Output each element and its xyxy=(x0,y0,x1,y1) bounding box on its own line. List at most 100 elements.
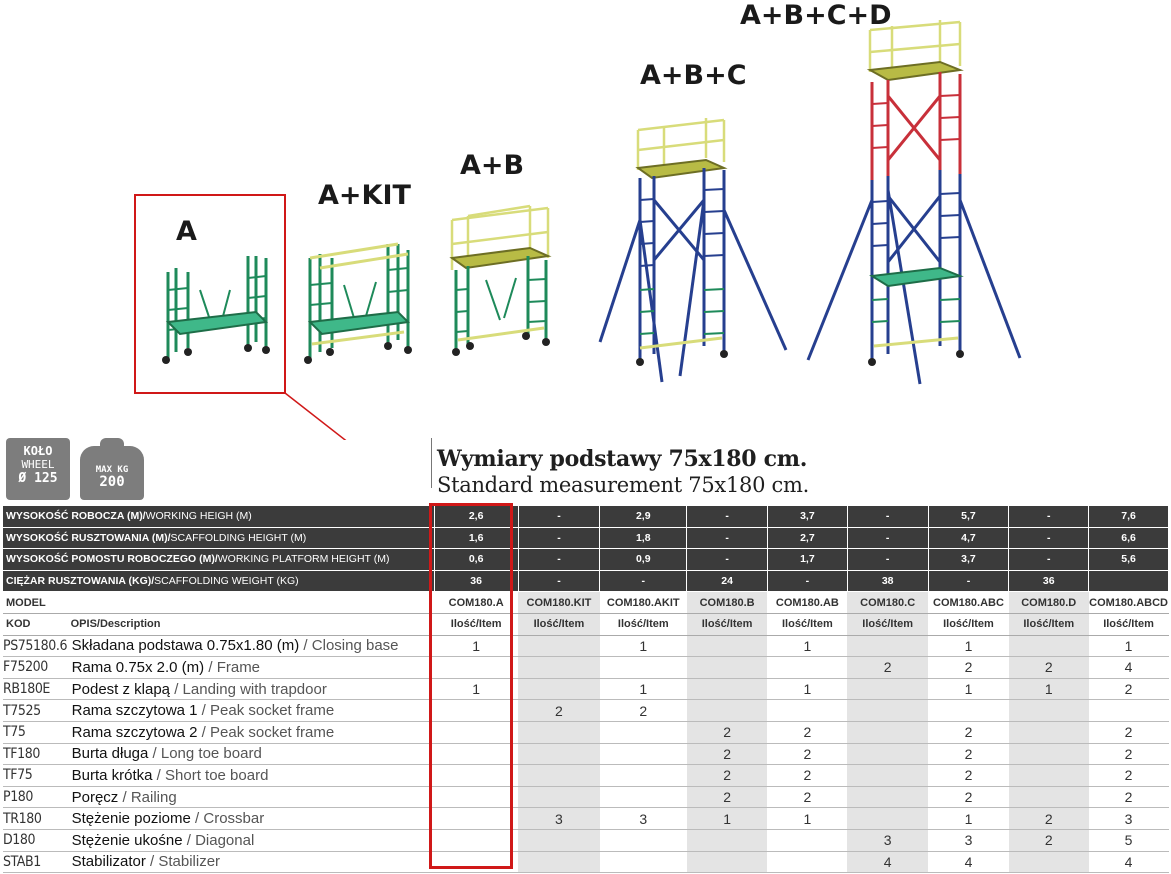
item-quantity xyxy=(686,699,768,722)
item-quantity: 1 xyxy=(767,678,848,701)
item-quantity xyxy=(1008,635,1089,658)
spec-row-label: WYSOKOŚĆ POMOSTU ROBOCZEGO (M)/WORKING P… xyxy=(3,548,435,571)
spec-row: WYSOKOŚĆ POMOSTU ROBOCZEGO (M)/WORKING P… xyxy=(3,548,1169,571)
spec-value: 36 xyxy=(1008,570,1090,593)
spec-label-pl: WYSOKOŚĆ ROBOCZA (M)/ xyxy=(6,510,146,523)
spec-value: - xyxy=(686,506,768,528)
highlight-arrow xyxy=(284,392,347,440)
spec-value: - xyxy=(518,570,601,593)
spec-value: 1,6 xyxy=(434,527,519,550)
item-quantity xyxy=(847,786,929,809)
item-quantity: 2 xyxy=(518,699,600,722)
item-name-en: Landing with trapdoor xyxy=(182,680,327,698)
spec-value: 38 xyxy=(847,570,929,593)
item-separator: / xyxy=(204,658,217,676)
item-quantity xyxy=(599,743,687,766)
item-quantity: 2 xyxy=(928,743,1009,766)
item-quantity xyxy=(599,851,687,874)
code-header: KOD xyxy=(3,613,68,636)
item-code: TF180 xyxy=(3,743,68,766)
spec-row-label: WYSOKOŚĆ ROBOCZA (M)/WORKING HEIGH (M) xyxy=(3,506,435,528)
base-title-pl: Wymiary podstawy 75x180 cm. xyxy=(437,446,808,472)
item-quantity: 1 xyxy=(599,635,687,658)
highlight-box-a xyxy=(134,194,286,394)
item-quantity xyxy=(686,851,768,874)
item-description: Burta długa / Long toe board xyxy=(67,743,435,766)
item-quantity: 4 xyxy=(1088,851,1169,874)
item-quantity: 3 xyxy=(599,807,687,830)
item-quantity: 2 xyxy=(686,764,768,787)
item-separator: / xyxy=(148,745,161,763)
spec-value: 36 xyxy=(434,570,519,593)
item-name-pl: Burta długa xyxy=(71,745,149,763)
model-code: COM180.ABCD xyxy=(1088,591,1169,614)
item-quantity xyxy=(599,656,687,679)
item-code: TR180 xyxy=(3,807,68,830)
spec-label-en: SCAFFOLDING HEIGHT (M) xyxy=(170,531,307,544)
item-name-en: Railing xyxy=(130,788,177,806)
max-kg-label: MAX KG xyxy=(95,465,129,475)
item-quantity xyxy=(847,807,929,830)
item-quantity: 2 xyxy=(1088,764,1169,787)
spec-row: WYSOKOŚĆ ROBOCZA (M)/WORKING HEIGH (M)2,… xyxy=(3,506,1169,528)
item-quantity xyxy=(767,656,848,679)
item-quantity: 2 xyxy=(1008,807,1089,830)
item-name-pl: Podest z klapą xyxy=(71,680,171,698)
item-quantity: 3 xyxy=(928,829,1009,852)
item-separator: / xyxy=(190,810,204,828)
spec-value: 6,6 xyxy=(1088,527,1169,550)
wheel-badge-line1: KOŁO xyxy=(23,444,53,458)
model-code: COM180.B xyxy=(686,591,768,614)
item-code: TF75 xyxy=(3,764,68,787)
spec-value: - xyxy=(1008,506,1090,528)
spec-row: CIĘŻAR RUSZTOWANIA (KG)/SCAFFOLDING WEIG… xyxy=(3,570,1169,593)
item-code: F75200 xyxy=(3,656,68,679)
item-quantity: 2 xyxy=(686,786,768,809)
quantity-header: Ilość/Item xyxy=(928,613,1009,636)
item-separator: / xyxy=(197,702,211,720)
item-quantity xyxy=(1008,721,1089,744)
item-quantity xyxy=(599,764,687,787)
spec-value: - xyxy=(847,548,929,571)
quantity-header: Ilość/Item xyxy=(434,613,519,636)
item-quantity xyxy=(847,699,929,722)
item-quantity xyxy=(518,764,600,787)
item-name-pl: Stężenie ukośne xyxy=(71,831,183,849)
item-quantity xyxy=(518,678,600,701)
item-name-pl: Burta krótka xyxy=(71,766,153,784)
item-quantity: 2 xyxy=(767,764,848,787)
spec-value: - xyxy=(518,548,601,571)
item-quantity: 1 xyxy=(599,678,687,701)
item-description: Stabilizator / Stabilizer xyxy=(67,851,435,874)
item-quantity xyxy=(1008,764,1089,787)
item-quantity: 2 xyxy=(686,743,768,766)
item-quantity: 2 xyxy=(1088,721,1169,744)
quantity-header: Ilość/Item xyxy=(1088,613,1169,636)
item-name-pl: Rama szczytowa 1 xyxy=(71,702,198,720)
item-quantity xyxy=(518,786,600,809)
item-quantity: 3 xyxy=(847,829,929,852)
item-separator: / xyxy=(170,680,183,698)
item-name-pl: Poręcz xyxy=(71,788,119,806)
title-divider xyxy=(431,438,432,488)
spec-value: - xyxy=(599,570,688,593)
item-quantity xyxy=(686,656,768,679)
item-separator: / xyxy=(197,723,211,741)
spec-label-en: WORKING PLATFORM HEIGHT (M) xyxy=(217,553,390,566)
item-code: STAB1 xyxy=(3,851,68,874)
model-code: COM180.KIT xyxy=(518,591,600,614)
spec-row-label: CIĘŻAR RUSZTOWANIA (KG)/SCAFFOLDING WEIG… xyxy=(3,570,435,593)
item-description: Podest z klapą / Landing with trapdoor xyxy=(67,678,435,701)
item-code: D180 xyxy=(3,829,68,852)
item-code: RB180E xyxy=(3,678,68,701)
item-quantity xyxy=(434,829,519,852)
spec-value: - xyxy=(518,527,601,550)
